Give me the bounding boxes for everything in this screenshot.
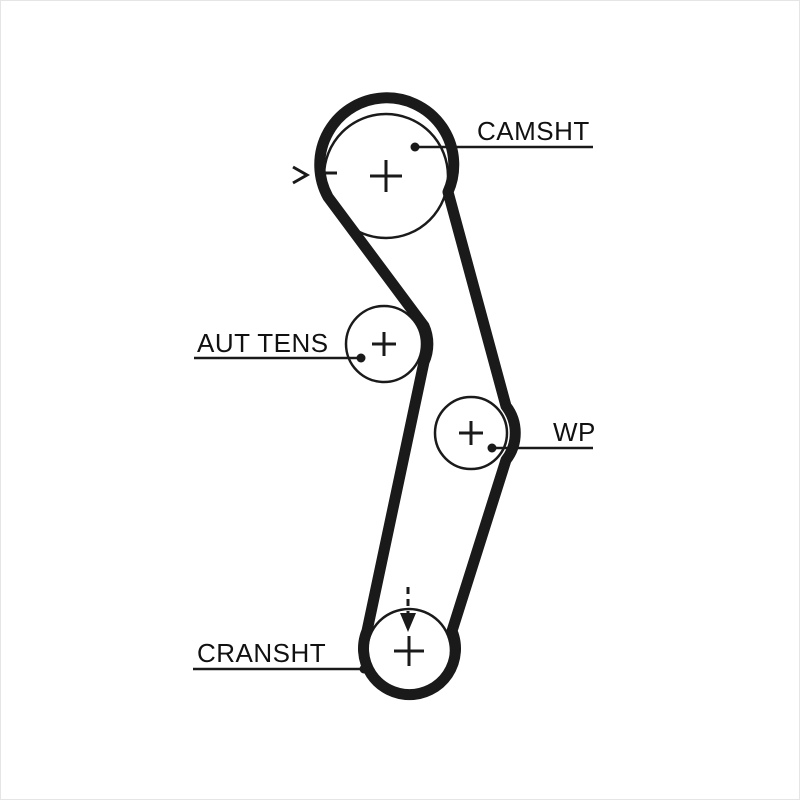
crankshaft-leader [193, 664, 369, 674]
camshaft-timing-arrow-icon [292, 165, 311, 185]
tensioner-leader [194, 353, 366, 363]
water-pump-label: WP [553, 417, 596, 447]
tensioner-label: AUT TENS [197, 328, 329, 358]
water-pump-center-cross-icon [459, 421, 483, 445]
timing-belt [314, 92, 521, 701]
camshaft-center-cross-icon [370, 160, 402, 192]
camshaft-label: CAMSHT [477, 116, 590, 146]
crankshaft-alignment-arrowhead-icon [400, 613, 416, 632]
water-pump-leader [487, 443, 593, 453]
tensioner-center-cross-icon [372, 332, 396, 356]
crankshaft-center-cross-icon [394, 636, 424, 666]
camshaft-leader [410, 142, 593, 152]
crankshaft-label: CRANSHT [197, 638, 326, 668]
